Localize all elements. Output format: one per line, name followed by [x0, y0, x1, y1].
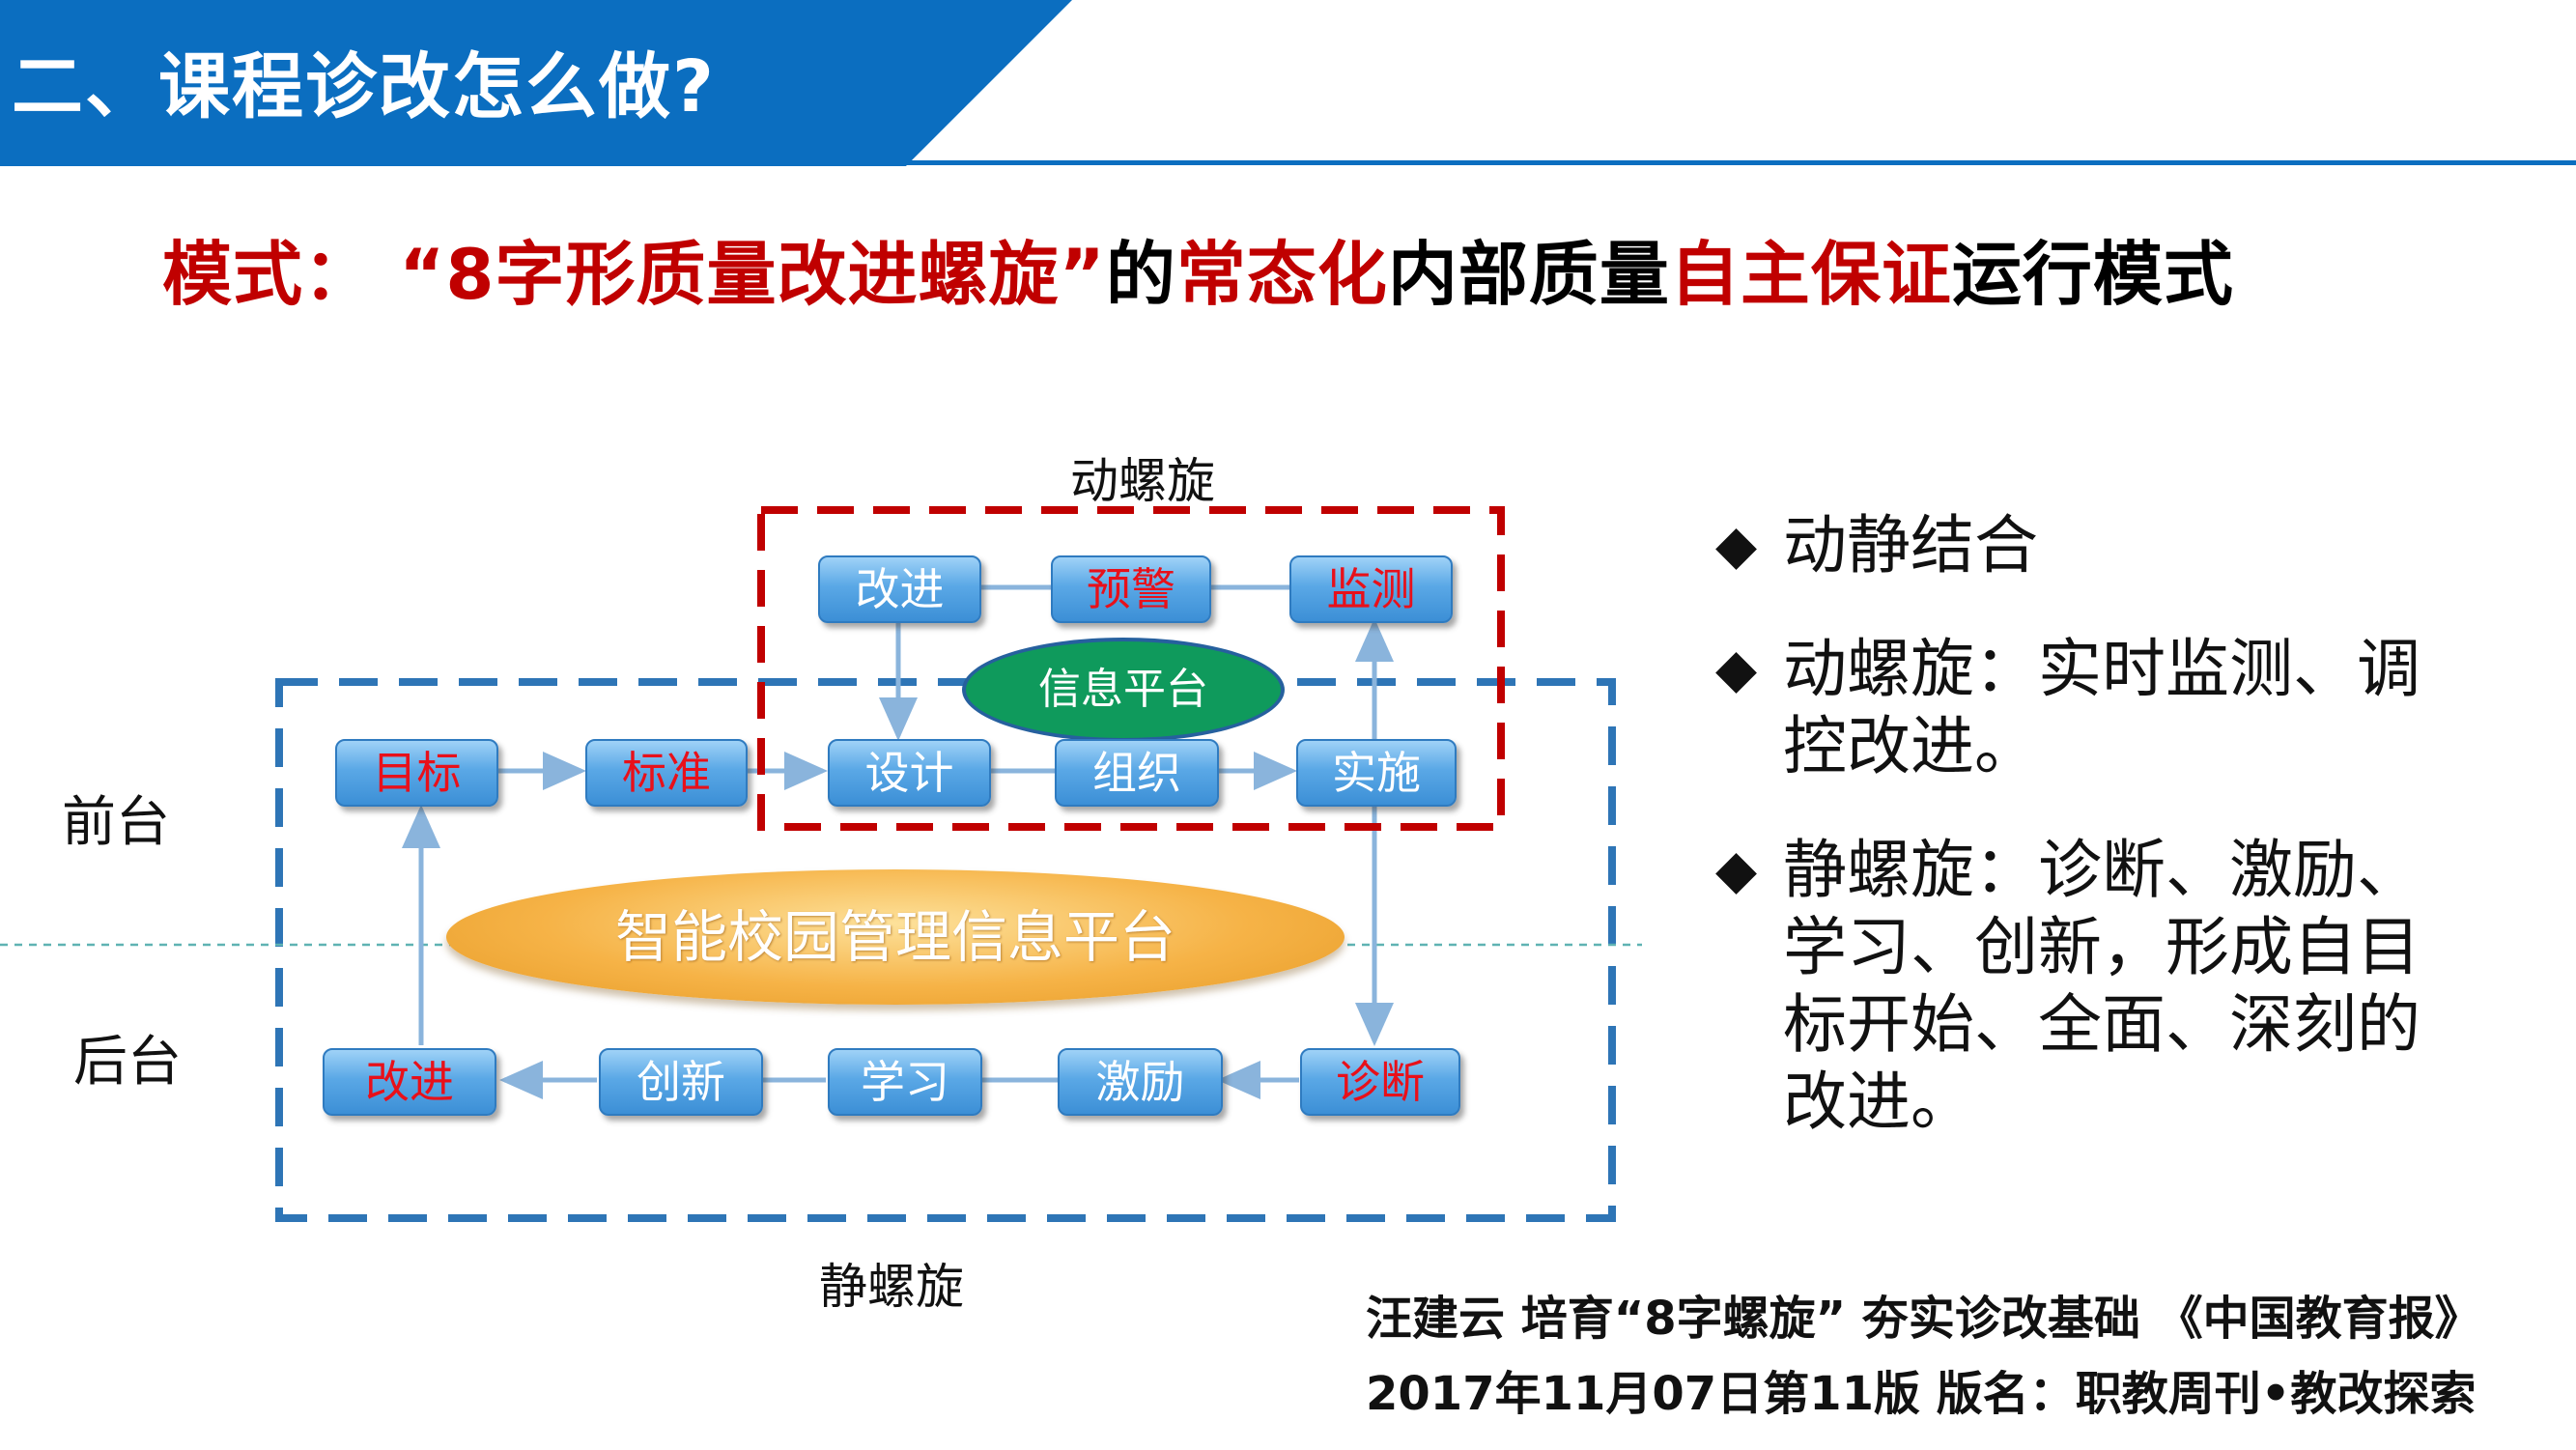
node-gaijin-top: 改进: [818, 555, 981, 623]
node-chuangxin: 创新: [599, 1048, 763, 1116]
node-jili: 激励: [1058, 1048, 1223, 1116]
back-stage-label: 后台: [73, 1031, 182, 1094]
node-zhenduan: 诊断: [1300, 1048, 1460, 1116]
title-banner: [0, 0, 1072, 166]
bullet-text: 静螺旋：诊断、激励、学习、创新，形成自目标开始、全面、深刻的改进。: [1783, 833, 2420, 1139]
diamond-bullet-icon: ◆: [1715, 514, 1758, 577]
node-shishi: 实施: [1296, 739, 1457, 807]
mode-part-5: 自主保证: [1669, 234, 1952, 315]
node-zuzhi: 组织: [1055, 739, 1219, 807]
mode-part-3: 常态化: [1175, 234, 1388, 315]
slide-title: 二、课程诊改怎么做?: [12, 45, 716, 128]
mode-statement: 模式： “8字形质量改进螺旋”的常态化内部质量自主保证运行模式: [162, 217, 2234, 319]
node-jiance: 监测: [1289, 555, 1453, 623]
mode-part-1: 模式： “8字形质量改进螺旋”: [162, 234, 1106, 315]
node-yujing: 预警: [1051, 555, 1211, 623]
node-xuexi: 学习: [828, 1048, 982, 1116]
mode-part-4: 内部质量: [1387, 234, 1670, 315]
info-platform: 信息平台: [962, 638, 1285, 742]
node-biaozhun: 标准: [585, 739, 748, 807]
title-underline: [898, 160, 2576, 165]
diamond-bullet-icon: ◆: [1715, 638, 1758, 700]
node-mubiao: 目标: [335, 739, 498, 807]
node-sheji: 设计: [828, 739, 991, 807]
bullet-item: ◆ 动螺旋：实时监测、调控改进。: [1715, 631, 2449, 785]
node-gaijin-bottom: 改进: [323, 1048, 496, 1116]
bullet-item: ◆ 静螺旋：诊断、激励、学习、创新，形成自目标开始、全面、深刻的改进。: [1715, 832, 2449, 1141]
static-spiral-label: 静螺旋: [819, 1259, 964, 1315]
bullet-text: 动螺旋：实时监测、调控改进。: [1783, 632, 2420, 783]
bullet-list: ◆ 动静结合 ◆ 动螺旋：实时监测、调控改进。 ◆ 静螺旋：诊断、激励、学习、创…: [1715, 507, 2449, 1187]
smart-campus-platform: 智能校园管理信息平台: [446, 869, 1345, 1005]
diamond-bullet-icon: ◆: [1715, 839, 1758, 901]
mode-part-6: 运行模式: [1951, 234, 2234, 315]
bullet-item: ◆ 动静结合: [1715, 507, 2449, 584]
citation-line-2: 2017年11月07日第11版 版名：职教周刊•教改探索: [1366, 1367, 2477, 1421]
citation: 汪建云 培育“8字螺旋” 夯实诊改基础 《中国教育报》 2017年11月07日第…: [1366, 1281, 2481, 1432]
front-stage-label: 前台: [62, 791, 170, 854]
citation-line-1: 汪建云 培育“8字螺旋” 夯实诊改基础 《中国教育报》: [1366, 1292, 2481, 1346]
bullet-text: 动静结合: [1783, 508, 2038, 583]
dynamic-spiral-label: 动螺旋: [1070, 453, 1215, 509]
mode-part-2: 的: [1105, 234, 1176, 315]
